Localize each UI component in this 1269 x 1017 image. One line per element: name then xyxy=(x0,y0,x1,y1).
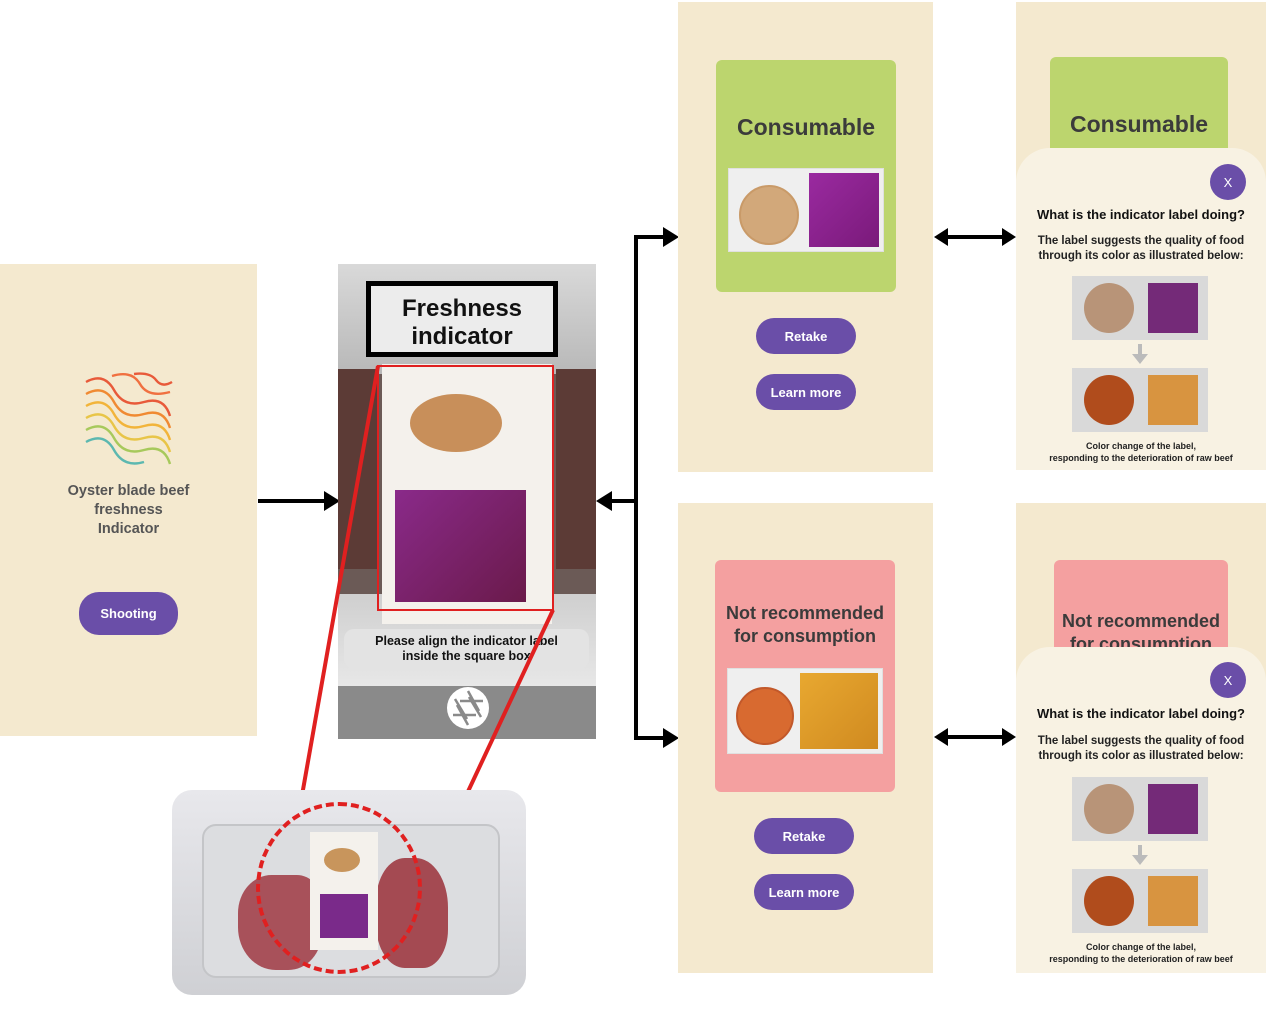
arrow-home-to-camera xyxy=(258,499,328,503)
label-photo-spoiled xyxy=(727,668,883,754)
title-box: Freshness indicator xyxy=(366,281,558,357)
double-arrow-top xyxy=(934,228,1016,246)
info-consumable-screen: Consumable X What is the indicator label… xyxy=(1016,2,1266,470)
dashed-highlight-circle xyxy=(256,802,422,974)
info-caption-line1: Color change of the label, xyxy=(1085,942,1196,952)
info-desc-line2: through its color as illustrated below: xyxy=(1038,750,1244,762)
spoiled-circle xyxy=(1084,876,1134,926)
app-name-line1: Oyster blade beef xyxy=(67,483,190,499)
info-description: The label suggests the quality of food t… xyxy=(1016,734,1266,764)
status-line2: for consumption xyxy=(734,626,876,646)
arrow-head-right-icon xyxy=(663,728,679,748)
meat-tray-photo xyxy=(172,790,526,995)
branch-stub xyxy=(610,499,637,503)
wavy-lines-icon xyxy=(85,372,173,465)
info-desc-line2: through its color as illustrated below: xyxy=(1038,250,1244,262)
home-screen: Oyster blade beef freshness Indicator Sh… xyxy=(0,264,257,736)
align-hint-line2: inside the square box xyxy=(402,649,531,663)
fresh-circle xyxy=(1084,784,1134,834)
info-caption-line2: responding to the deterioration of raw b… xyxy=(1049,453,1233,463)
info-desc-line1: The label suggests the quality of food xyxy=(1037,235,1245,247)
status-consumable: Consumable xyxy=(1069,111,1209,137)
fresh-circle xyxy=(1084,283,1134,333)
retake-button[interactable]: Retake xyxy=(754,818,854,854)
spoiled-swatches xyxy=(1072,368,1208,432)
status-not-recommended: Not recommended for consumption xyxy=(715,602,895,648)
fresh-square xyxy=(1148,283,1198,333)
app-name-line3: Indicator xyxy=(97,521,160,537)
spoiled-swatches xyxy=(1072,869,1208,933)
spoiled-circle xyxy=(1084,375,1134,425)
info-caption: Color change of the label, responding to… xyxy=(1016,440,1266,464)
learn-more-button[interactable]: Learn more xyxy=(754,874,854,910)
arrow-down-icon xyxy=(1132,845,1148,865)
not-recommended-card: Not recommended for consumption xyxy=(715,560,895,792)
indicator-square xyxy=(395,490,526,602)
camera-title-line1: Freshness xyxy=(401,295,523,322)
shooting-button[interactable]: Shooting xyxy=(79,592,178,635)
result-consumable-screen: Consumable Retake Learn more xyxy=(678,2,933,472)
info-caption-line1: Color change of the label, xyxy=(1085,441,1196,451)
arrow-head-left-icon xyxy=(596,491,612,511)
photo-square xyxy=(809,173,879,247)
branch-top xyxy=(634,235,666,239)
result-not-recommended-screen: Not recommended for consumption Retake L… xyxy=(678,503,933,973)
info-question: What is the indicator label doing? xyxy=(1036,207,1245,222)
arrow-head-right-icon xyxy=(663,227,679,247)
info-caption: Color change of the label, responding to… xyxy=(1016,941,1266,965)
info-not-recommended-screen: Not recommended for consumption X What i… xyxy=(1016,503,1266,973)
fresh-swatches xyxy=(1072,276,1208,340)
learn-more-button[interactable]: Learn more xyxy=(756,374,856,410)
camera-title-line2: indicator xyxy=(411,323,513,350)
alignment-square-box xyxy=(377,365,554,611)
meat-right xyxy=(556,369,596,569)
retake-button[interactable]: Retake xyxy=(756,318,856,354)
camera-shutter-icon[interactable] xyxy=(445,685,491,731)
info-sheet: X What is the indicator label doing? The… xyxy=(1016,647,1266,973)
close-button[interactable]: X xyxy=(1210,164,1246,200)
info-caption-line2: responding to the deterioration of raw b… xyxy=(1049,954,1233,964)
info-question: What is the indicator label doing? xyxy=(1036,706,1245,721)
app-name: Oyster blade beef freshness Indicator xyxy=(0,482,257,539)
fresh-square xyxy=(1148,784,1198,834)
info-description: The label suggests the quality of food t… xyxy=(1016,234,1266,264)
double-arrow-bottom xyxy=(934,728,1016,746)
arrow-head-right-icon xyxy=(324,491,340,511)
status-line1: Not recommended xyxy=(1061,611,1221,631)
photo-circle xyxy=(736,687,794,745)
branch-vertical xyxy=(634,235,638,740)
close-button[interactable]: X xyxy=(1210,662,1246,698)
align-hint: Please align the indicator label inside … xyxy=(344,629,589,669)
align-hint-line1: Please align the indicator label xyxy=(375,634,558,648)
label-photo-fresh xyxy=(728,168,884,252)
arrow-down-icon xyxy=(1132,344,1148,364)
status-line1: Not recommended xyxy=(725,603,885,623)
spoiled-square xyxy=(1148,876,1198,926)
status-consumable: Consumable xyxy=(736,114,876,140)
indicator-circle xyxy=(410,394,502,452)
camera-screen: Freshness indicator Please align the ind… xyxy=(338,264,596,739)
info-sheet: X What is the indicator label doing? The… xyxy=(1016,148,1266,470)
spoiled-square xyxy=(1148,375,1198,425)
fresh-swatches xyxy=(1072,777,1208,841)
photo-square xyxy=(800,673,878,749)
branch-bottom xyxy=(634,736,666,740)
consumable-card: Consumable xyxy=(716,60,896,292)
info-desc-line1: The label suggests the quality of food xyxy=(1037,735,1245,747)
app-name-line2: freshness xyxy=(94,502,163,518)
photo-circle xyxy=(739,185,799,245)
